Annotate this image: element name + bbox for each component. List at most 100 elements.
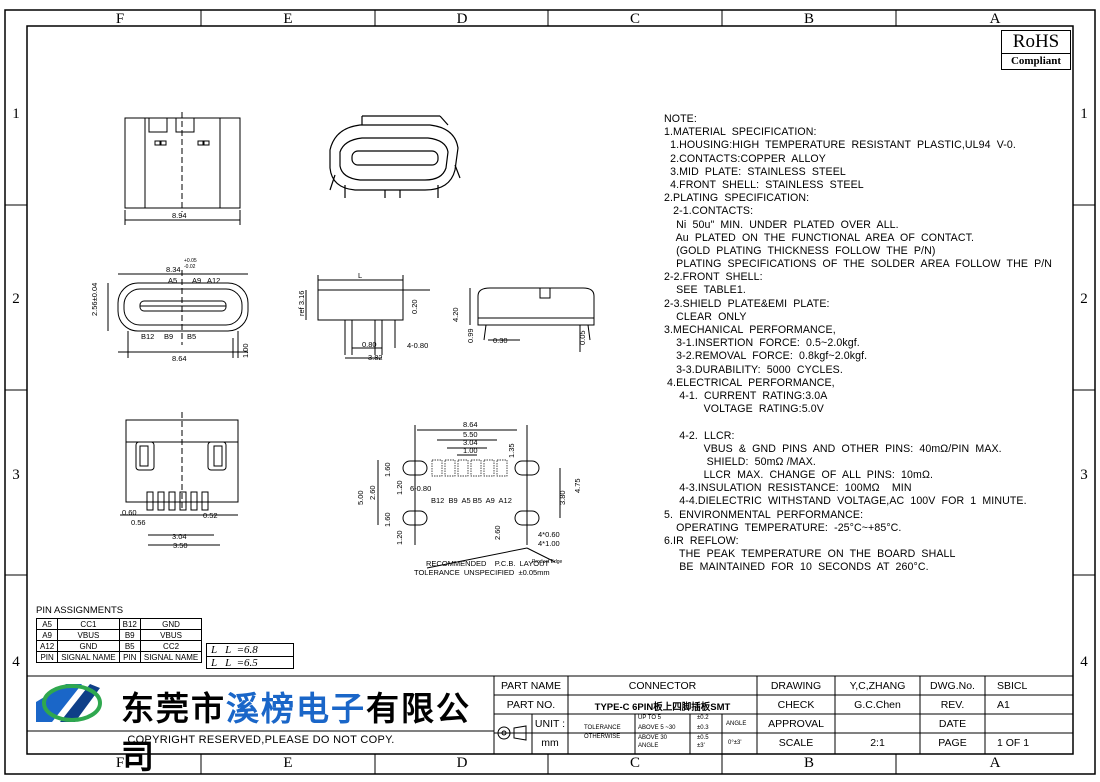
part-name-value: CONNECTOR [628,680,697,692]
table-cell: A12 [35,640,59,652]
zone-row-4-right: 4 [1080,654,1088,670]
dim-pcb-260: 2.60 [368,485,377,500]
dim-front-tol-minus: -0.02 [184,264,196,270]
table-cell: A9 [35,629,59,641]
dim-pcb-304: 3.04 [463,438,478,447]
tol-value-2: ±0.3 [697,725,709,731]
angle-tolerance: 0°±3' [728,740,742,746]
tol-value-1: ±0.2 [697,715,709,721]
table-cell: B5 [118,640,141,652]
table-cell: VBUS [139,629,203,641]
dim-pcb-380: 3.80 [558,490,567,505]
zone-row-3-right: 3 [1080,467,1088,483]
note-line: 2.CONTACTS:COPPER ALLOY [664,152,826,165]
dim-rear-030: 0.30 [493,336,508,345]
part-name-label: PART NAME [500,680,562,692]
top-view [124,112,241,225]
note-line: 3-1.INSERTION FORCE: 0.5~2.0kgf. [664,337,860,350]
dim-front-width: 8.34 [166,265,181,274]
length-box: L L =6.8 L L =6.5 [206,643,294,669]
zone-row-4-left: 4 [12,654,20,670]
zone-row-2-left: 2 [12,291,20,307]
pin-label-b9: B9 [164,332,174,341]
page-value: 1 OF 1 [997,737,1030,749]
zone-col-e-top: E [283,11,293,27]
pin-label-a12: A12 [207,276,221,285]
note-line: 4-1. CURRENT RATING:3.0A [664,389,828,402]
note-line: 3-3.DURABILITY: 5000 CYCLES. [664,363,843,376]
table-cell: PIN [118,651,141,663]
notes-block: NOTE:1.MATERIAL SPECIFICATION: 1.HOUSING… [664,113,1052,575]
note-line: Ni 50u" MIN. UNDER PLATED OVER ALL. [664,218,899,231]
dim-pcb-500: 5.00 [356,490,365,505]
zone-col-d-bottom: D [456,755,468,771]
outer-border [4,9,1096,775]
company-name: 东莞市溪榜电子有限公司 [121,682,491,778]
angle-label: ANGLE [726,721,747,727]
rohs-title: RoHS [1012,31,1060,52]
zone-row-1-left: 1 [12,106,20,122]
note-line: THE PEAK TEMPERATURE ON THE BOARD SHALL [664,548,956,561]
note-line: 2-2.FRONT SHELL: [664,271,763,284]
dim-pcb-475: 4.75 [573,478,582,493]
dim-front-side: 1.00 [241,343,250,358]
dim-front-bottom: 8.64 [172,354,187,363]
note-line: VOLTAGE RATING:5.0V [664,403,824,416]
zone-col-b-top: B [803,11,814,27]
company-name-part1: 东莞市 [121,689,226,728]
zone-col-a-top: A [989,11,1001,27]
dim-side-l: L [358,271,363,280]
dim-bot-052: 0.52 [203,511,218,520]
table-cell: PIN [35,651,59,663]
zone-col-f-top: F [115,11,125,27]
zone-col-c-bottom: C [629,755,640,771]
check-label: CHECK [777,699,815,711]
tol-above-30: ABOVE 30 [638,735,668,741]
dwg-no-value: SBICL [997,680,1028,692]
note-line: 6.IR REFLOW: [664,535,739,547]
company-name-part3: 有限公司 [121,689,471,776]
zone-col-e-bottom: E [283,755,293,771]
logo-icon [36,684,102,722]
note-line: SHIELD: 50mΩ /MAX. [664,455,816,468]
dwg-no-label: DWG.No. [930,680,975,692]
zone-col-b-bottom: B [803,755,814,771]
note-line: 2.PLATING SPECIFICATION: [664,192,810,205]
note-line: 3.MID PLATE: STAINLESS STEEL [664,165,846,178]
tol-up-to-5: UP TO 5 [638,715,662,721]
note-line: Au PLATED ON THE FUNCTIONAL AREA OF CONT… [664,231,975,244]
pcb-product-edge: Product Edge [532,559,563,565]
dim-pcb-864: 8.64 [463,420,478,429]
dim-side-4080: 4-0.80 [407,341,429,350]
pin-label-b5: B5 [187,332,197,341]
front-view [107,270,249,358]
pcb-layout-title: RECOMMENDED P.C.B. LAYOUT [426,559,550,568]
rohs-badge: RoHS Compliant [1001,30,1071,70]
dim-pcb-260b: 2.60 [493,525,502,540]
scale-value: 2:1 [870,737,885,749]
date-label: DATE [938,718,967,730]
note-line: BE MAINTAINED FOR 10 SECONDS AT 260°C. [664,561,929,574]
drawing-label: DRAWING [770,680,822,692]
table-cell: SIGNAL NAME [139,651,203,663]
zone-col-d-top: D [456,11,468,27]
note-line: 4.ELECTRICAL PERFORMANCE, [664,376,835,389]
dim-side-020: 0.20 [410,299,419,314]
iso-view [329,115,461,198]
pin-assignments-title: PIN ASSIGNMENTS [36,605,124,616]
drawing-value: Y,C,ZHANG [849,680,906,692]
dim-bot-304: 3.04 [172,532,187,541]
length-option-2: L L =6.5 [211,657,258,669]
dim-bot-056: 0.56 [131,518,146,527]
rear-view [469,287,595,352]
table-cell: SIGNAL NAME [57,651,120,663]
note-line: 2-1.CONTACTS: [664,205,754,218]
unit-value: mm [541,737,559,749]
note-line: VBUS & GND PINS AND OTHER PINS: 40mΩ/PIN… [664,442,1002,455]
scale-label: SCALE [778,737,814,749]
zone-col-a-bottom: A [989,755,1001,771]
dim-front-height: 2.56±0.04 [90,282,99,316]
